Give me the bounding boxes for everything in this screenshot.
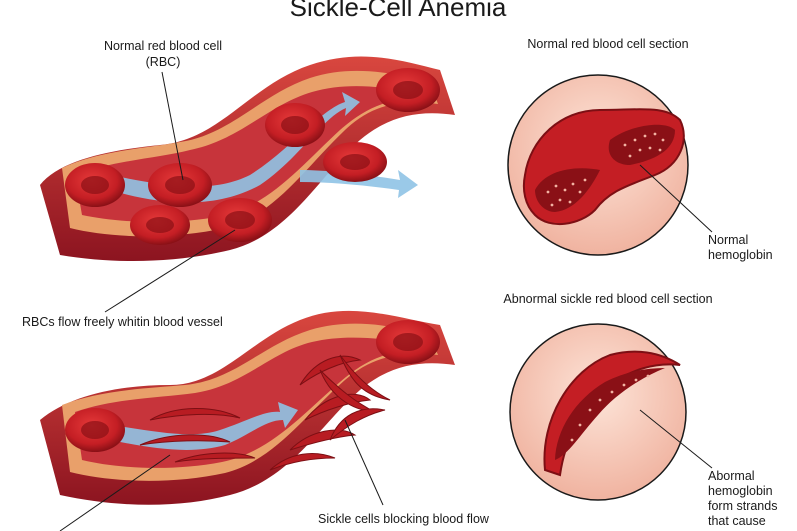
top-flow-arrow <box>110 92 360 203</box>
top-red-cells <box>65 68 440 245</box>
sickle-rbc-section <box>509 323 687 501</box>
normal-hemoglobin-dots <box>546 132 665 207</box>
abnormal-hemoglobin-label-line3: form strands <box>708 499 777 513</box>
leader-lines <box>59 71 713 531</box>
sickle-cell <box>149 408 241 421</box>
sickle-cell <box>289 429 357 451</box>
sickle-cell <box>139 434 231 446</box>
normal-section-label: Normal red blood cell section <box>527 37 688 51</box>
rbc-flow-label: RBCs flow freely whitin blood vessel <box>22 315 223 329</box>
sickle-blocking-label: Sickle cells blocking blood flow <box>318 512 490 526</box>
sickle-cell <box>269 453 336 471</box>
bottom-blood-vessel <box>40 310 455 505</box>
normal-rbc-section <box>507 74 689 256</box>
abnormal-hemoglobin-label-line1: Abormal <box>708 469 755 483</box>
bottom-flow-arrow <box>110 402 298 450</box>
abnormal-hemoglobin-label-line4: that cause <box>708 514 766 528</box>
top-flow-arrow-2 <box>300 170 418 198</box>
sickle-cell <box>329 408 386 441</box>
sickle-cell <box>339 354 391 401</box>
abnormal-hemoglobin-label-line2: hemoglobin <box>708 484 773 498</box>
top-blood-vessel <box>40 56 455 262</box>
page-title: Sickle-Cell Anemia <box>290 0 507 22</box>
normal-hemoglobin-label-line1: Normal <box>708 233 748 247</box>
sickle-cell <box>299 355 362 386</box>
bottom-red-cells <box>65 320 440 452</box>
abnormal-section-label: Abnormal sickle red blood cell section <box>503 292 712 306</box>
normal-hemoglobin-label-line2: hemoglobin <box>708 248 773 262</box>
normal-rbc-label-line1: Normal red blood cell <box>104 39 222 53</box>
normal-rbc-label-line2: (RBC) <box>146 55 181 69</box>
abnormal-hemoglobin-strands <box>570 374 650 442</box>
sickle-cells-cluster <box>139 354 391 471</box>
sickle-cell <box>174 452 256 463</box>
